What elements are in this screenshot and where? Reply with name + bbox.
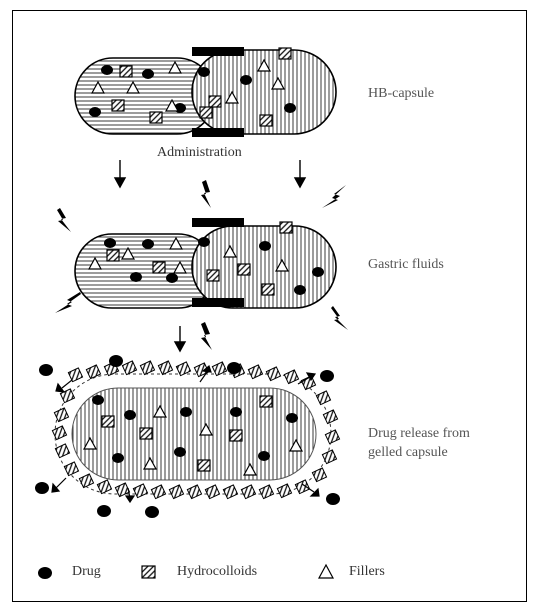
legend-fillers-label: Fillers xyxy=(349,564,385,580)
capsule2-band-top xyxy=(192,218,244,227)
capsule2-band-bottom xyxy=(192,298,244,307)
stage-label-drug-release-line2: gelled capsule xyxy=(368,445,448,461)
capsule-band-bottom xyxy=(192,128,244,137)
stage-label-gastric-fluids: Gastric fluids xyxy=(368,257,444,273)
flow-arrows-1 xyxy=(115,160,305,187)
legend-drug-label: Drug xyxy=(72,564,101,580)
capsule3-core xyxy=(72,388,316,480)
legend-hydrocolloid-marker xyxy=(142,566,155,578)
flow-arrows-2 xyxy=(175,326,185,351)
gastric-capsule xyxy=(75,218,336,308)
stage-label-hb-capsule: HB-capsule xyxy=(368,86,434,102)
gelled-capsule xyxy=(35,355,340,518)
administration-label: Administration xyxy=(157,145,242,161)
legend-drug-marker xyxy=(38,567,52,579)
legend-filler-marker xyxy=(319,565,333,578)
hb-capsule xyxy=(75,47,336,137)
capsule2-body-right xyxy=(192,226,336,308)
legend-hydrocolloids-label: Hydrocolloids xyxy=(177,564,257,580)
capsule-band-top xyxy=(192,47,244,56)
stage-label-drug-release-line1: Drug release from xyxy=(368,426,470,442)
